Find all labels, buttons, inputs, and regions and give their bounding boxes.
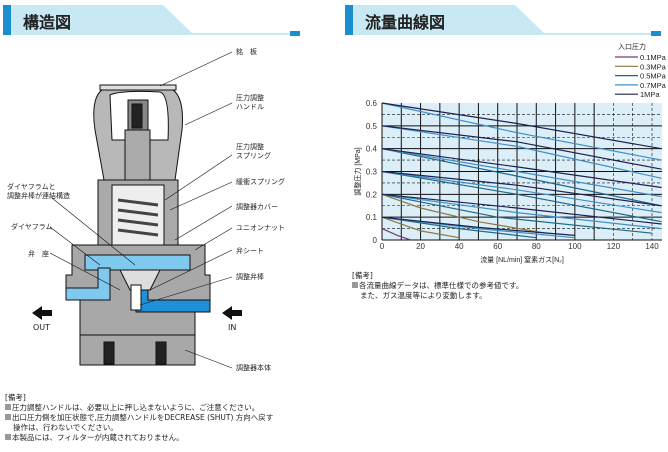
- series-line-1MPa: [381, 193, 662, 225]
- note-item: 圧力調整ハンドルは、必要以上に押し込まないように、ご注意ください。: [5, 403, 273, 413]
- label-body: 調整器本体: [236, 364, 271, 372]
- legend-label: 0.3MPa: [640, 62, 667, 71]
- series-line-1MPa: [381, 170, 662, 207]
- label-diaphragm: ダイヤフラム: [11, 223, 53, 231]
- structure-title: 構造図: [23, 13, 72, 32]
- regulator-cross-section-diagram: [32, 51, 242, 369]
- series-line-0.7MPa: [381, 102, 662, 161]
- series-line-0.7MPa: [381, 148, 662, 198]
- y-tick-label: 0.4: [366, 145, 378, 154]
- note-item: 各流量曲線データは、標準仕様での参考値です。: [352, 281, 523, 291]
- y-tick-label: 0.3: [366, 168, 378, 177]
- notes-title: [備考]: [5, 393, 26, 402]
- series-line-0.7MPa: [381, 193, 662, 230]
- legend-label: 0.7MPa: [640, 81, 667, 90]
- x-tick-label: 60: [493, 242, 502, 251]
- label-nameplate: 銘 板: [236, 48, 257, 56]
- note-text: 操作は、行わないでください。: [13, 423, 118, 432]
- flow-curve-chart: 0 20 40 60 80 100 120 140 0 0.1 0.2 0.3 0.4 0.5 0.6 流量 …: [353, 42, 667, 264]
- legend-label: 0.1MPa: [640, 53, 667, 62]
- label-line: 圧力調整: [236, 143, 264, 151]
- notes-title: [備考]: [352, 271, 373, 280]
- bullet-square-icon: [5, 434, 11, 440]
- series-line-0.5MPa: [381, 170, 662, 223]
- y-axis-label: 調整圧力 [MPa]: [353, 147, 362, 195]
- label-union-nut: ユニオンナット: [236, 224, 285, 232]
- x-tick-label: 40: [455, 242, 464, 251]
- x-tick-label: 0: [380, 242, 385, 251]
- bullet-square-icon: [5, 414, 11, 420]
- y-tick-label: 0.1: [366, 213, 378, 222]
- label-line: 調整弁棒が連結構造: [7, 192, 70, 200]
- structure-header: 構造図: [3, 5, 303, 36]
- series-line-0.5MPa: [381, 193, 653, 234]
- note-text: 本製品には、フィルターが内蔵されておりません。: [12, 433, 184, 442]
- x-tick-label: 140: [645, 242, 659, 251]
- x-tick-label: 20: [416, 242, 425, 251]
- series-line-0.7MPa: [381, 125, 662, 179]
- in-arrow-icon: [222, 306, 242, 320]
- out-arrow-icon: [32, 306, 52, 320]
- note-item: 本製品には、フィルターが内蔵されておりません。: [5, 433, 273, 443]
- series-line-0.5MPa: [381, 216, 537, 239]
- x-tick-label: 100: [568, 242, 582, 251]
- label-handle-line: 圧力調整: [236, 94, 264, 102]
- label-valve-seat-left: 弁 座: [28, 250, 49, 258]
- label-out: OUT: [33, 323, 51, 332]
- legend-label: 0.5MPa: [640, 72, 667, 81]
- x-axis-label: 流量 [NL/min] 窒素ガス[N₂]: [480, 255, 564, 264]
- series-line-0.7MPa: [381, 170, 662, 214]
- series-line-1MPa: [381, 102, 662, 150]
- bullet-square-icon: [5, 404, 11, 410]
- note-text: 各流量曲線データは、標準仕様での参考値です。: [359, 281, 524, 290]
- label-valve-stem: 調整弁棒: [236, 273, 264, 281]
- x-tick-label: 80: [532, 242, 541, 251]
- series-line-0.5MPa: [381, 148, 662, 207]
- note-text: また、ガス温度等により変動します。: [360, 291, 487, 300]
- label-pressure-spring: 圧力調整スプリング: [236, 143, 271, 161]
- label-valve-seat-right: 弁シート: [236, 247, 264, 255]
- series-line-0.3MPa: [381, 216, 460, 239]
- label-cover: 調整器カバー: [236, 203, 278, 211]
- y-tick-label: 0: [373, 236, 378, 245]
- label-line: スプリング: [236, 152, 271, 160]
- series-line-1MPa: [381, 125, 662, 170]
- structure-notes: [備考] 圧力調整ハンドルは、必要以上に押し込まないように、ご注意ください。 出…: [5, 393, 273, 443]
- series-line-0.1MPa: [381, 228, 412, 241]
- y-tick-label: 0.6: [366, 99, 378, 108]
- note-text: 出口圧力側を加圧状態で,圧力調整ハンドルをDECREASE (SHUT) 方向へ…: [12, 413, 274, 422]
- flow-notes: [備考] 各流量曲線データは、標準仕様での参考値です。 また、ガス温度等により変…: [352, 271, 523, 301]
- legend-title: 入口圧力: [618, 42, 646, 51]
- flow-title: 流量曲線図: [365, 13, 446, 32]
- label-line: ダイヤフラムと: [7, 183, 56, 191]
- flow-header: 流量曲線図: [345, 5, 663, 36]
- label-handle-line: ハンドル: [236, 103, 264, 111]
- x-tick-label: 120: [607, 242, 621, 251]
- note-text: 圧力調整ハンドルは、必要以上に押し込まないように、ご注意ください。: [12, 403, 260, 412]
- label-in: IN: [228, 323, 237, 332]
- label-handle: 圧力調整ハンドル: [236, 94, 264, 112]
- y-tick-label: 0.2: [366, 190, 378, 199]
- y-tick-label: 0.5: [366, 122, 378, 131]
- series-line-1MPa: [381, 216, 575, 236]
- note-item: 出口圧力側を加圧状態で,圧力調整ハンドルをDECREASE (SHUT) 方向へ…: [5, 413, 273, 423]
- series-line-0.3MPa: [381, 193, 547, 234]
- series-line-1MPa: [381, 148, 662, 189]
- label-buffer-spring: 緩衝スプリング: [236, 178, 285, 186]
- label-linked-structure: ダイヤフラムと調整弁棒が連結構造: [7, 183, 70, 201]
- legend-label: 1MPa: [640, 90, 660, 99]
- bullet-square-icon: [352, 282, 358, 288]
